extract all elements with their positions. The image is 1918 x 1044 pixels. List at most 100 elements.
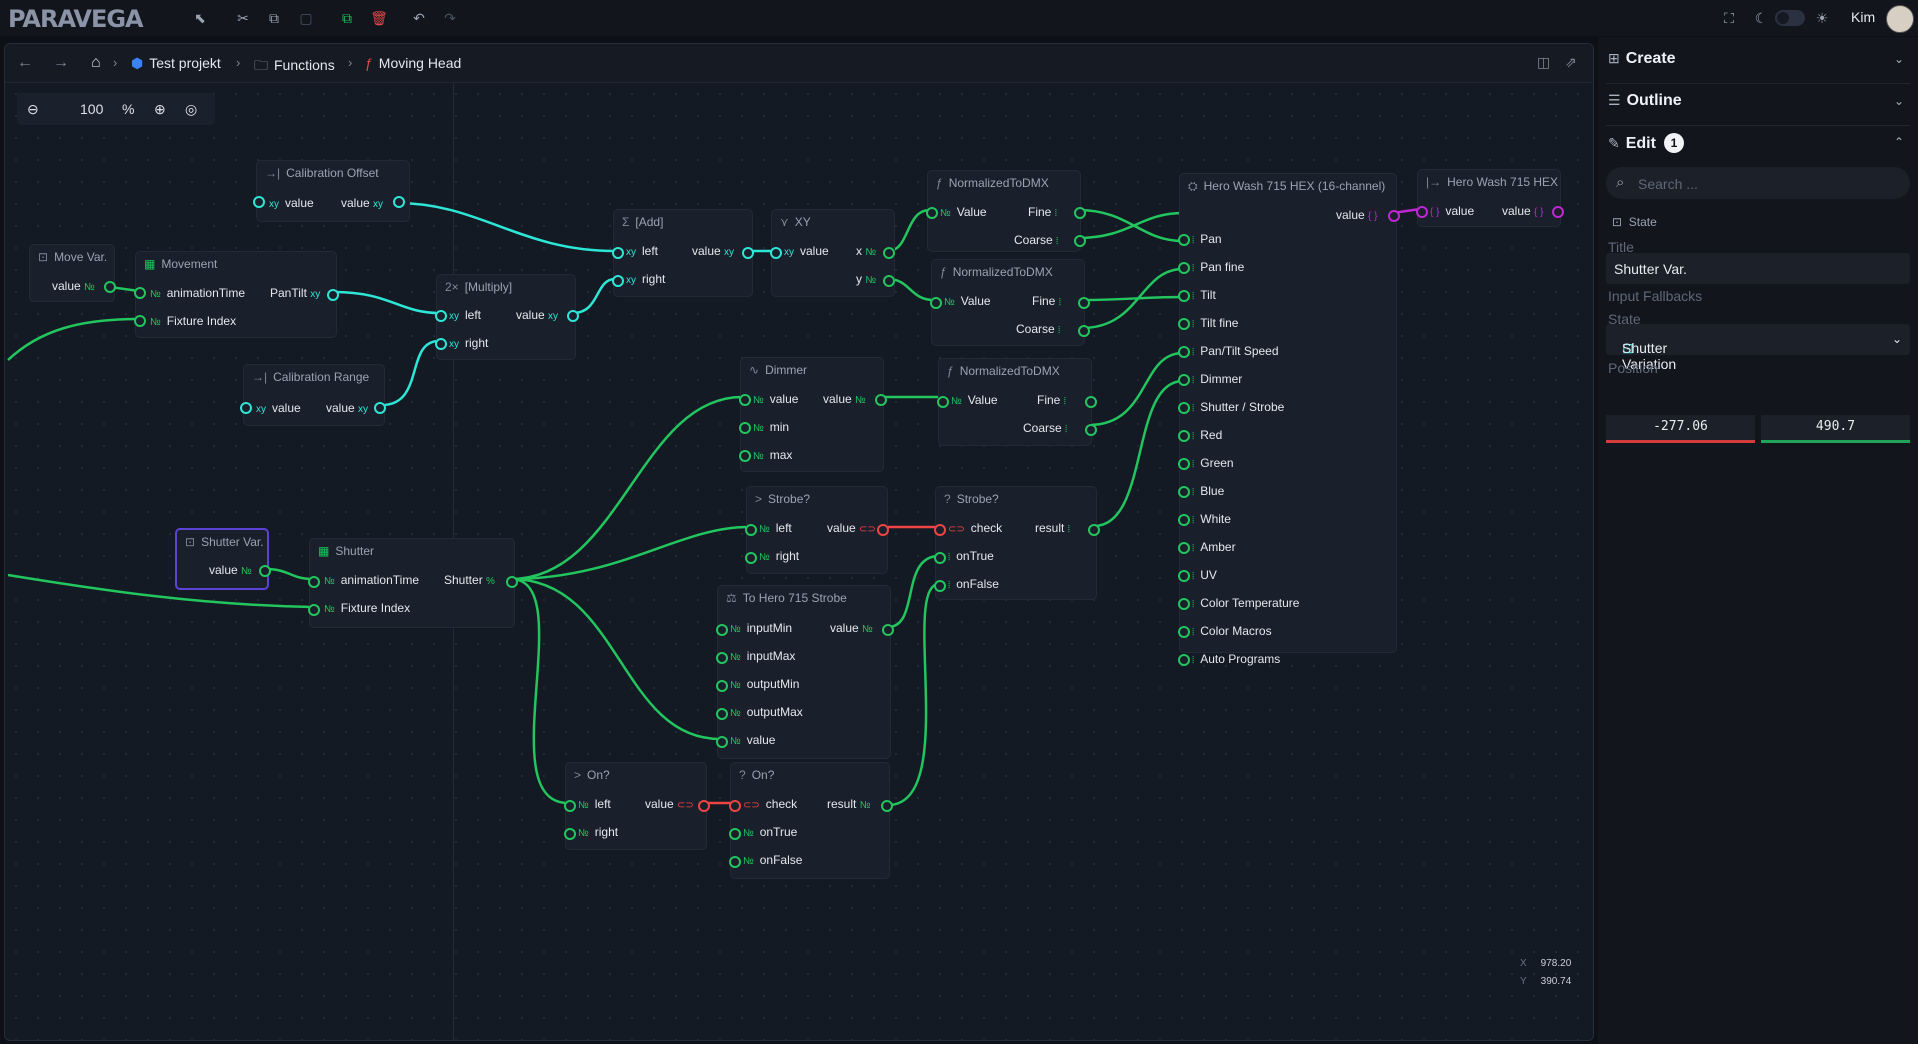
title-field[interactable]: Shutter Var.: [1606, 253, 1910, 284]
avatar[interactable]: [1886, 5, 1914, 33]
undo-icon[interactable]: ↶: [413, 10, 425, 26]
channel-input-port[interactable]: [1178, 598, 1190, 610]
node-hero-wash-fixture[interactable]: ⛭Hero Wash 715 HEX (16-channel) value { …: [1178, 173, 1400, 666]
channel-input-port[interactable]: [1178, 318, 1190, 330]
channel-input-port[interactable]: [1178, 402, 1190, 414]
fixture-channel: ⦙Dimmer: [1192, 372, 1243, 386]
create-icon: ⊞: [1608, 50, 1620, 66]
outline-section-header[interactable]: ☰Outline: [1608, 92, 1682, 109]
channel-input-port[interactable]: [1178, 514, 1190, 526]
home-icon[interactable]: ⌂: [91, 54, 101, 71]
fixture-channel: ⦙Green: [1192, 456, 1234, 470]
zoom-unit: %: [122, 101, 135, 117]
fixture-channel: ⦙Pan/Tilt Speed: [1192, 344, 1279, 358]
zoom-controls: ⊖ 100 % ⊕ ◎: [17, 93, 215, 125]
scissors-icon[interactable]: ✂: [237, 10, 249, 26]
fixture-channel: ⦙White: [1192, 512, 1231, 526]
state-select[interactable]: ⊡ Shutter Variation⌄: [1606, 324, 1910, 372]
duplicate-icon[interactable]: ⧉: [342, 10, 352, 26]
zoom-out-icon[interactable]: ⊖: [27, 101, 39, 117]
channel-input-port[interactable]: [1178, 654, 1190, 666]
channel-input-port[interactable]: [1178, 626, 1190, 638]
fullscreen-icon[interactable]: ⛶: [1724, 10, 1734, 26]
channel-input-port[interactable]: [1178, 234, 1190, 246]
app-logo: PARAVEGA: [8, 5, 144, 33]
paste-icon[interactable]: ▢: [299, 10, 313, 26]
breadcrumb-project[interactable]: ⬢Test projekt: [131, 55, 221, 71]
fixture-channel: ⦙Shutter / Strobe: [1192, 400, 1285, 414]
chevron-up-icon[interactable]: ⌃: [1894, 135, 1905, 149]
redo-icon[interactable]: ↷: [444, 10, 456, 26]
channel-input-port[interactable]: [1178, 570, 1190, 582]
edit-count-badge: 1: [1663, 133, 1684, 153]
position-y-field[interactable]: 490.7: [1761, 415, 1910, 440]
channel-input-port[interactable]: [1178, 486, 1190, 498]
fixture-channel: ⦙Pan fine: [1192, 260, 1245, 274]
node-hero-wash-output[interactable]: |→Hero Wash 715 HEX { }value value { }: [1416, 169, 1564, 227]
fixture-channel: ⦙Pan: [1192, 232, 1222, 246]
search-input[interactable]: ⌕Search ...: [1606, 167, 1910, 199]
create-section-header[interactable]: ⊞Create: [1608, 50, 1676, 67]
node-shutter-var[interactable]: ⊡Shutter Var. value №: [175, 528, 271, 590]
fit-view-icon[interactable]: ◎: [185, 101, 198, 117]
forward-icon[interactable]: →: [53, 54, 69, 71]
fixture-channel: ⦙Tilt: [1192, 288, 1216, 302]
top-toolbar: PARAVEGA ⬉ ✂ ⧉ ▢ ⧉ 🗑 ↶ ↷ ⛶ ☾ ☀ Kim: [0, 0, 1918, 36]
channel-input-port[interactable]: [1178, 262, 1190, 274]
channel-input-port[interactable]: [1178, 430, 1190, 442]
copy-icon[interactable]: ⧉: [269, 10, 279, 26]
fixture-channel: ⦙Color Macros: [1192, 624, 1272, 638]
channel-input-port[interactable]: [1178, 374, 1190, 386]
trash-icon[interactable]: 🗑: [370, 10, 388, 26]
node-strobe-select[interactable]: ?Strobe? ⊂⊃check result ⦙ ⦙onTrue ⦙onFal…: [934, 486, 1100, 600]
zoom-in-icon[interactable]: ⊕: [154, 101, 166, 117]
fixture-channel: ⦙Amber: [1192, 540, 1236, 554]
back-icon[interactable]: ←: [17, 54, 33, 71]
breadcrumb-functions[interactable]: 🗀Functions: [254, 57, 335, 73]
node-move-var[interactable]: ⊡Move Var. value №: [29, 244, 116, 302]
theme-toggle[interactable]: [1775, 10, 1805, 26]
external-link-icon[interactable]: ⇗: [1565, 54, 1577, 70]
channel-input-port[interactable]: [1178, 346, 1190, 358]
position-x-field[interactable]: -277.06: [1606, 415, 1755, 440]
zoom-value[interactable]: 100: [80, 101, 104, 117]
sun-icon: ☀: [1815, 10, 1829, 26]
chevron-down-icon[interactable]: ⌄: [1894, 94, 1905, 108]
fixture-channel: ⦙Tilt fine: [1192, 316, 1239, 330]
split-view-icon[interactable]: ◫: [1537, 54, 1551, 70]
fixture-channel: ⦙Blue: [1192, 484, 1225, 498]
node-type: ⊡ State: [1612, 215, 1657, 229]
channel-input-port[interactable]: [1178, 542, 1190, 554]
folder-icon: 🗀: [254, 57, 268, 73]
moon-icon: ☾: [1754, 10, 1768, 26]
list-icon: ☰: [1608, 92, 1621, 108]
pencil-icon: ✎: [1608, 135, 1620, 151]
user-name[interactable]: Kim: [1851, 9, 1876, 25]
input-fallbacks-label: Input Fallbacks: [1608, 288, 1703, 304]
channel-input-port[interactable]: [1178, 458, 1190, 470]
chevron-down-icon[interactable]: ⌄: [1894, 52, 1905, 66]
channel-input-port[interactable]: [1178, 290, 1190, 302]
cube-icon: ⬢: [131, 55, 144, 71]
cursor-icon[interactable]: ⬉: [194, 10, 206, 26]
